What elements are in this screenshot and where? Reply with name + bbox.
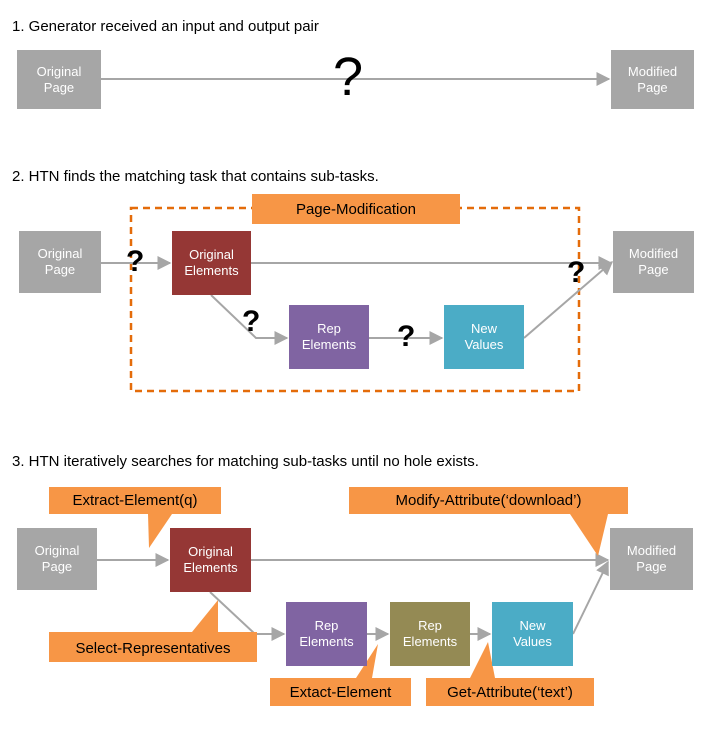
callout-get-attribute-shape	[426, 642, 594, 706]
section3-heading: 3. HTN iteratively searches for matching…	[12, 453, 479, 470]
callout-extract-element-shape	[49, 487, 221, 548]
original-page-node: Original Page	[17, 528, 97, 590]
question-mark: ?	[567, 256, 586, 289]
original-page-node: Original Page	[19, 231, 101, 293]
arrow-elements-to-rep	[210, 294, 289, 345]
modified-page-node: Modified Page	[610, 528, 693, 590]
question-mark: ?	[242, 305, 261, 338]
question-mark: ?	[126, 245, 145, 278]
original-elements-node: Original Elements	[170, 528, 251, 592]
section2-heading: 2. HTN finds the matching task that cont…	[12, 168, 379, 185]
task-label-background	[252, 194, 460, 224]
callout-exact-element: Extact-Element	[289, 683, 392, 701]
question-mark: ?	[333, 47, 364, 107]
page-modification-dashed-boundary	[129, 206, 581, 393]
callout-select-representatives-shape	[49, 600, 257, 662]
rep-elements-node-second: Rep Elements	[390, 602, 470, 666]
callout-get-attribute: Get-Attribute(‘text’)	[447, 683, 573, 701]
rep-elements-node: Rep Elements	[289, 305, 369, 369]
modified-page-node: Modified Page	[613, 231, 694, 293]
rep-elements-node: Rep Elements	[286, 602, 367, 666]
modified-page-node: Modified Page	[611, 50, 694, 109]
callout-modify-attribute-shape	[349, 487, 628, 556]
callout-extract-element: Extract-Element(q)	[72, 492, 198, 509]
callout-modify-attribute: Modify-Attribute(‘download’)	[395, 492, 582, 509]
callout-select-representatives: Select-Representatives	[75, 639, 231, 657]
callout-exact-element-shape	[270, 644, 411, 706]
arrow-elements-to-rep-s3	[209, 591, 286, 641]
arrow-values-to-modified-s3	[572, 560, 609, 635]
new-values-node: New Values	[444, 305, 524, 369]
question-mark: ?	[397, 320, 416, 353]
section1-heading: 1. Generator received an input and outpu…	[12, 18, 319, 35]
original-page-node: Original Page	[17, 50, 101, 109]
arrow-values-to-modified	[523, 261, 614, 339]
new-values-node: New Values	[492, 602, 573, 666]
task-label: Page-Modification	[295, 200, 417, 218]
original-elements-node: Original Elements	[172, 231, 251, 295]
